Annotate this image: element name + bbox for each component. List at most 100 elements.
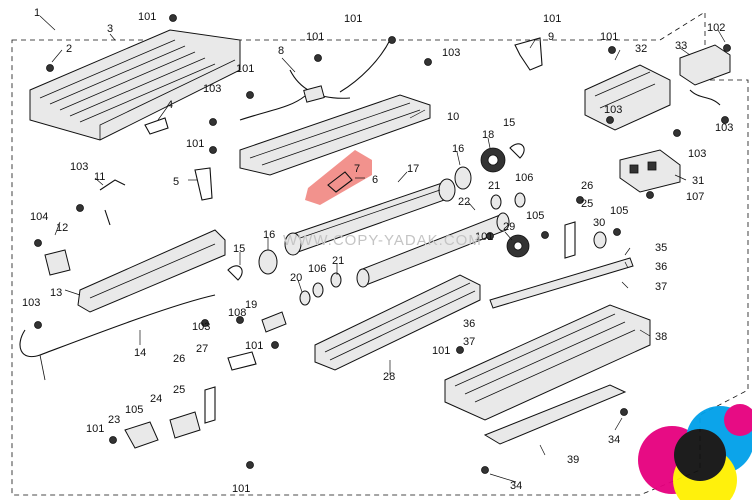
part-bracket-25b [204, 386, 216, 424]
label-28: 28 [383, 371, 395, 383]
label-14: 14 [134, 347, 146, 359]
label-2: 2 [66, 43, 72, 55]
label-101-b: 101 [344, 13, 362, 25]
part-labels: 1 2 3 4 5 6 7 8 9 10 11 12 13 14 15 15 1… [34, 7, 704, 492]
label-18: 18 [482, 129, 494, 141]
label-106-a: 106 [515, 172, 533, 184]
label-31: 31 [692, 175, 704, 187]
label-10: 10 [447, 111, 459, 123]
part-cable-14 [19, 294, 216, 358]
label-103-f: 103 [715, 122, 733, 134]
part-roller-17 [284, 178, 456, 256]
label-6: 6 [372, 174, 378, 186]
part-harness-8 [239, 39, 391, 121]
label-103-b: 103 [203, 83, 221, 95]
part-plate-13 [77, 229, 226, 313]
leader-lines [39, 15, 726, 483]
label-101-g: 101 [186, 138, 204, 150]
part-gear-18 [480, 147, 506, 173]
label-21b: 21 [332, 255, 344, 267]
part-bracket-9 [514, 37, 543, 71]
watermark-text: WWW.COPY-YADAK.COM [283, 232, 482, 249]
part-rail-10 [239, 94, 431, 176]
label-16b: 16 [263, 229, 275, 241]
label-107: 107 [686, 191, 704, 203]
part-7-highlight [305, 150, 372, 205]
label-39: 39 [567, 454, 579, 466]
label-101-l: 101 [232, 483, 250, 495]
part-guide-39 [483, 384, 627, 445]
label-102: 102 [707, 22, 725, 34]
part-bracket-12 [44, 249, 71, 276]
label-22: 22 [458, 196, 470, 208]
label-36b: 36 [463, 318, 475, 330]
label-25b: 25 [173, 384, 185, 396]
part-clip-15a [509, 143, 525, 159]
label-15a: 15 [503, 117, 515, 129]
label-7: 7 [354, 163, 360, 175]
label-21a: 21 [488, 180, 500, 192]
label-34b: 34 [510, 480, 522, 492]
label-103-e: 103 [192, 321, 210, 333]
part-shaft-35 [489, 257, 634, 309]
label-20: 20 [290, 272, 302, 284]
part-plate-27 [227, 351, 257, 371]
label-106-b: 106 [308, 263, 326, 275]
label-101-j: 101 [432, 345, 450, 357]
part-tray-38 [444, 304, 651, 421]
label-3: 3 [107, 23, 113, 35]
label-101-h: 101 [475, 231, 493, 243]
dashed-boundary [11, 11, 749, 496]
label-13: 13 [50, 287, 62, 299]
label-27: 27 [196, 343, 208, 355]
label-34a: 34 [608, 434, 620, 446]
label-103-d: 103 [22, 297, 40, 309]
part-block-31 [619, 149, 681, 193]
label-26a: 26 [581, 180, 593, 192]
screws [34, 14, 731, 474]
fastener-labels: 101 101 101 101 101 101 101 101 101 101 … [22, 11, 733, 495]
part-collar-20 [299, 290, 311, 306]
label-30: 30 [593, 217, 605, 229]
label-101-i: 101 [245, 340, 263, 352]
label-26b: 26 [173, 353, 185, 365]
label-105-c: 105 [125, 404, 143, 416]
label-16a: 16 [452, 143, 464, 155]
part-bracket-23 [124, 421, 159, 449]
part-pulley-30 [593, 231, 607, 249]
label-36a: 36 [655, 261, 667, 273]
label-103-c: 103 [70, 161, 88, 173]
label-17: 17 [407, 163, 419, 175]
part-roller-22 [356, 212, 510, 288]
part-bracket-4 [144, 117, 169, 135]
label-12: 12 [56, 222, 68, 234]
label-33: 33 [675, 40, 687, 52]
label-101-k: 101 [86, 423, 104, 435]
label-8: 8 [278, 45, 284, 57]
cmyk-decoration [638, 404, 752, 500]
label-29: 29 [503, 221, 515, 233]
label-15b: 15 [233, 243, 245, 255]
label-1: 1 [34, 7, 40, 19]
label-101-d: 101 [306, 31, 324, 43]
part-frame-28 [314, 274, 481, 371]
label-101-f: 101 [236, 63, 254, 75]
part-bracket-25a [564, 221, 576, 259]
label-25a: 25 [581, 198, 593, 210]
label-38: 38 [655, 331, 667, 343]
label-101-a: 101 [138, 11, 156, 23]
part-clip-15b [227, 265, 243, 281]
part-bearing-16a [454, 166, 472, 190]
label-108: 108 [228, 307, 246, 319]
label-105-b: 105 [610, 205, 628, 217]
label-105-a: 105 [526, 210, 544, 222]
part-bearing-16b [258, 249, 278, 275]
part-bushing-21a [490, 194, 502, 210]
part-bushing-19 [261, 311, 287, 333]
part-bushing-21b [330, 272, 342, 288]
label-5: 5 [173, 176, 179, 188]
label-103-g: 103 [688, 148, 706, 160]
label-101-e: 101 [600, 31, 618, 43]
label-9: 9 [548, 31, 554, 43]
